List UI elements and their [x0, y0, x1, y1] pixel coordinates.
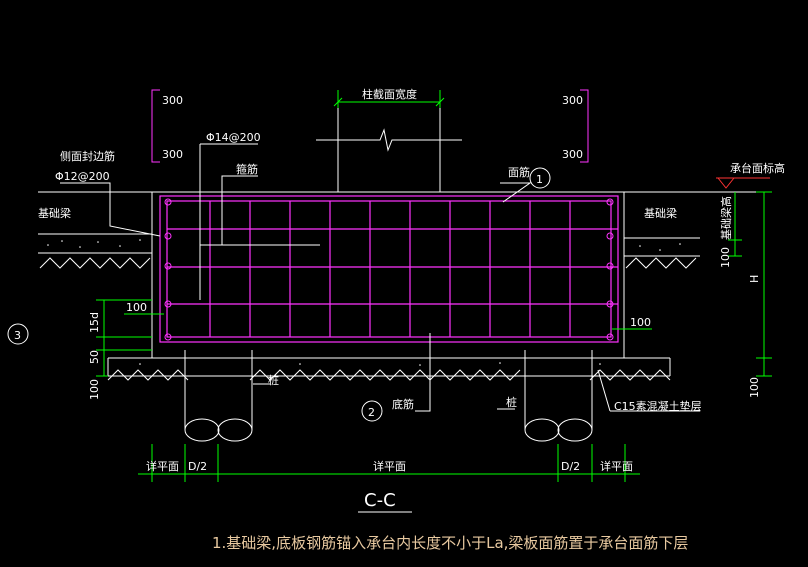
callout-3-text: 3	[14, 329, 21, 342]
dim-bottom-left-ref: 详平面	[146, 459, 179, 473]
concrete-speckle	[47, 239, 681, 366]
label-tie-spec: Φ14@200	[206, 131, 261, 144]
dim-100-right-a: 100	[719, 247, 732, 268]
pile-left	[184, 350, 253, 442]
dimension-lines	[96, 90, 772, 482]
leader-lines	[60, 143, 700, 412]
label-cap-elevation: 承台面标高	[730, 161, 785, 175]
dim-300-top-left-a: 300	[162, 94, 183, 107]
dim-bottom-right-half: D/2	[561, 460, 580, 473]
rebar-cage	[159, 195, 619, 343]
dim-300-top-right-a: 300	[562, 94, 583, 107]
label-side-bar-spec: Φ12@200	[55, 170, 110, 183]
footnote: 1.基础梁,底板钢筋锚入承台内长度不小于La,梁板面筋置于承台面筋下层	[212, 534, 688, 552]
callout-2-text: 2	[368, 406, 375, 419]
label-pile-left: 桩	[268, 373, 279, 387]
dim-brackets	[151, 89, 589, 163]
dim-300-top-left-b: 300	[162, 148, 183, 161]
label-beam-height: 基础梁高	[719, 196, 733, 240]
section-title: C-C	[364, 490, 396, 511]
dim-100-bottom-left: 100	[88, 379, 101, 400]
label-pile-right: 桩	[506, 395, 517, 409]
label-beam-right: 基础梁	[644, 206, 677, 220]
label-top-bar: 面筋	[508, 165, 530, 179]
dim-50: 50	[88, 350, 101, 364]
column-stub	[316, 105, 462, 192]
label-column-width: 柱截面宽度	[362, 87, 417, 101]
pile-right	[524, 350, 593, 442]
dim-15d: 15d	[88, 312, 101, 333]
dim-300-top-right-b: 300	[562, 148, 583, 161]
label-bottom-bar: 底筋	[392, 397, 414, 411]
rebar-dots	[164, 198, 614, 341]
label-beam-left: 基础梁	[38, 206, 71, 220]
elevation-marker	[716, 177, 770, 189]
label-concrete-pad: C15素混凝土垫层	[614, 399, 702, 413]
dim-bottom-mid-ref: 详平面	[373, 459, 406, 473]
dim-bottom-right-ref: 详平面	[600, 459, 633, 473]
dim-100-right: 100	[630, 316, 651, 329]
pile-cap-outline	[107, 191, 671, 377]
dim-h: H	[748, 275, 761, 283]
label-tie-bar: 箍筋	[236, 162, 258, 176]
ground-hatch	[39, 257, 697, 381]
label-side-bar: 侧面封边筋	[60, 149, 115, 163]
dim-100-right-b: 100	[748, 377, 761, 398]
dim-100-left: 100	[126, 301, 147, 314]
dim-bottom-left-half: D/2	[188, 460, 207, 473]
callout-circles	[7, 167, 551, 422]
callout-1-text: 1	[536, 173, 543, 186]
